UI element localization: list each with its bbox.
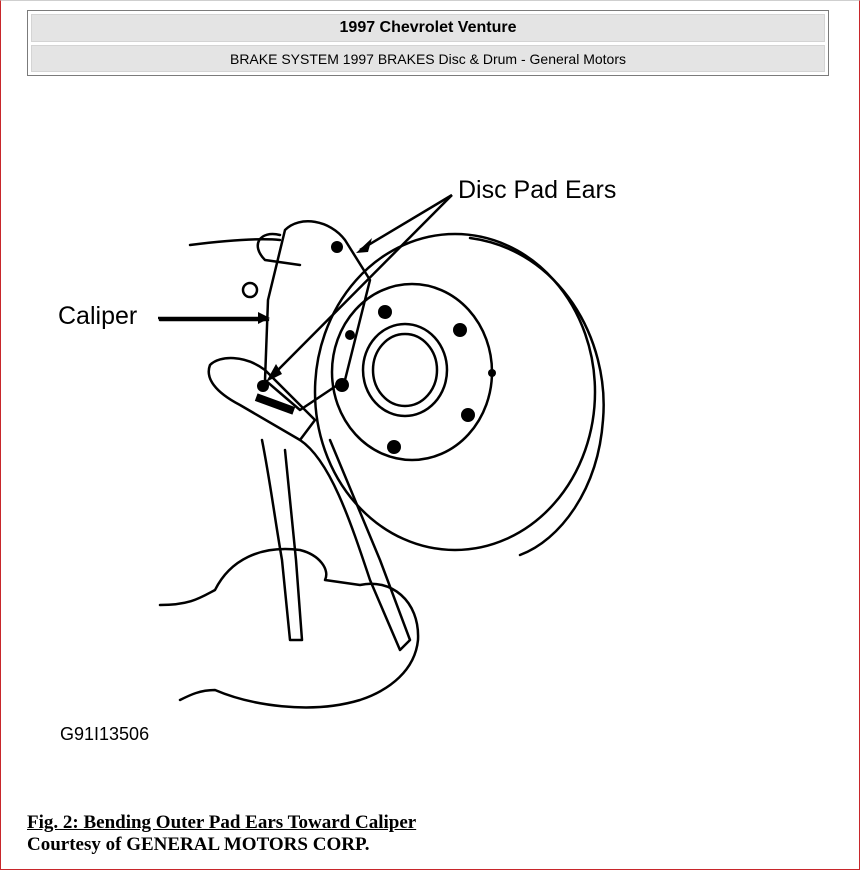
splash-shield	[468, 236, 605, 557]
vehicle-title: 1997 Chevrolet Venture	[31, 14, 825, 42]
section-title: BRAKE SYSTEM 1997 BRAKES Disc & Drum - G…	[31, 45, 825, 72]
leader-ear-top	[359, 193, 453, 252]
pliers-handle-upper	[298, 438, 412, 652]
caliper-bracket	[256, 232, 302, 267]
document-header: 1997 Chevrolet Venture BRAKE SYSTEM 1997…	[27, 10, 829, 76]
hub-center	[361, 322, 449, 418]
brake-illustration: Disc Pad Ears Caliper G91I13506	[58, 176, 616, 744]
caliper-body	[263, 220, 372, 412]
figure-caption: Fig. 2: Bending Outer Pad Ears Toward Ca…	[27, 812, 416, 856]
caption-credit: Courtesy of GENERAL MOTORS CORP.	[27, 834, 370, 855]
hub-bore	[371, 332, 439, 408]
caption-title: Fig. 2: Bending Outer Pad Ears Toward Ca…	[27, 812, 417, 833]
label-disc-pad-ears: Disc Pad Ears	[458, 176, 616, 204]
steering-knuckle	[188, 238, 282, 247]
pliers-jaw	[207, 356, 317, 442]
label-caliper: Caliper	[58, 302, 137, 330]
pliers-handle-lower	[260, 438, 304, 642]
hub-ring	[330, 282, 494, 462]
hand	[158, 547, 420, 709]
knuckle-bolt	[241, 281, 259, 299]
leader-ear-bottom	[269, 194, 453, 379]
label-figure-code: G91I13506	[60, 724, 149, 744]
rotor-outer	[313, 232, 597, 552]
